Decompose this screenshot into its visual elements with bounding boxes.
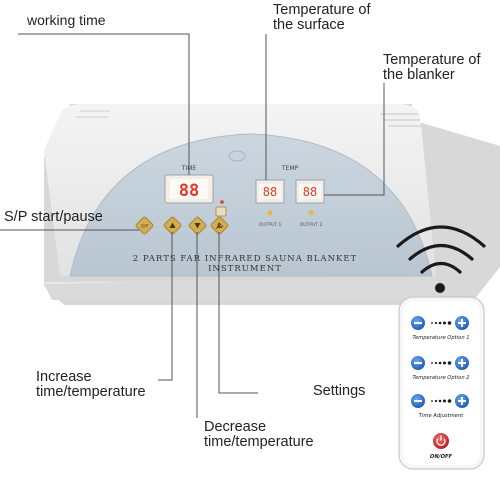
remote-option2-minus[interactable]: [411, 356, 425, 370]
triangle-up-icon: [169, 222, 176, 228]
remote-option1-minus[interactable]: [411, 316, 425, 330]
callout-increase: Increase time/temperature: [36, 369, 146, 400]
remote-power-label: ON/OFF: [430, 454, 453, 460]
power-icon: [436, 438, 446, 446]
time-digits: 88: [179, 181, 199, 201]
ir-emitter: [435, 283, 445, 293]
sp-button[interactable]: S/P: [135, 216, 154, 235]
remote-time-plus[interactable]: [455, 394, 469, 408]
increase-button[interactable]: [163, 216, 182, 235]
mode-indicator: [215, 206, 227, 217]
settings-led: [220, 200, 224, 204]
callout-temp-blanket: Temperature of the blanker: [383, 52, 481, 83]
callout-sp: S/P start/pause: [4, 209, 103, 225]
signal-waves-icon: [396, 225, 486, 274]
remote-control: [398, 296, 485, 470]
remote-time-minus[interactable]: [411, 394, 425, 408]
product-line-1: 2 PARTS FAR INFRARED SAUNA BLANKET: [133, 254, 357, 264]
output1-label: OUTPUT 1: [259, 222, 282, 228]
callout-settings: Settings: [313, 383, 366, 399]
triangle-down-icon: [194, 223, 201, 229]
wrench-icon: [216, 222, 224, 229]
control-panel: [69, 133, 433, 277]
remote-option1-label: Temperature Option 1: [412, 335, 469, 341]
svg-text:88: 88: [303, 185, 317, 199]
product-line-2: INSTRUMENT: [208, 264, 282, 274]
remote-time-label: Time Adjustment: [419, 413, 464, 419]
leader-lines: [0, 33, 385, 418]
output2-label: OUTPUT 2: [300, 222, 323, 228]
callout-temp-surface: Temperature of the surface: [273, 2, 371, 33]
remote-option2-label: Temperature Option 2: [412, 375, 469, 381]
settings-button[interactable]: [210, 216, 229, 235]
temp-label: TEMP: [281, 165, 299, 172]
remote-option1-plus[interactable]: [455, 316, 469, 330]
svg-text:88: 88: [263, 185, 277, 199]
remote-power-button[interactable]: [433, 433, 449, 449]
decrease-button[interactable]: [188, 216, 207, 235]
remote-option2-plus[interactable]: [455, 356, 469, 370]
output2-led: [308, 210, 314, 216]
callout-decrease: Decrease time/temperature: [204, 419, 314, 450]
callout-working-time: working time: [27, 12, 106, 28]
sp-key-label: S/P: [141, 224, 148, 230]
dot-indicators: [431, 321, 452, 403]
output1-led: [267, 210, 273, 216]
